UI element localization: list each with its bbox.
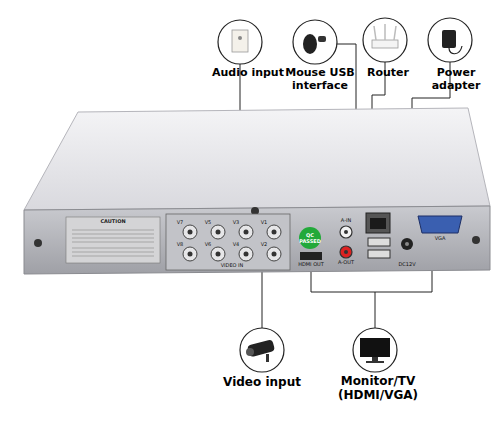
audio-in-jack	[340, 226, 352, 238]
channel-label: V4	[231, 242, 241, 248]
dc-pin	[405, 242, 409, 246]
bnc-connectors	[183, 225, 281, 261]
channel-label: V8	[175, 242, 185, 248]
audio-icon	[218, 20, 262, 64]
rj45-socket	[370, 218, 386, 229]
callout-label: Audio input	[198, 67, 298, 80]
channel-label: V3	[231, 220, 241, 226]
warning-label: CAUTION	[78, 219, 148, 225]
usb-port	[368, 238, 390, 246]
video-panel	[166, 214, 290, 270]
port-label: VIDEO IN	[207, 263, 257, 269]
dvr-back-panel	[24, 206, 490, 274]
screw	[34, 239, 42, 247]
channel-label: V7	[175, 220, 185, 226]
caution-label	[66, 217, 160, 263]
power-icon	[428, 18, 472, 62]
monitor-leader	[375, 292, 376, 328]
port-label: VGA	[428, 236, 452, 242]
vga-port	[418, 216, 462, 233]
callout-label: Video input	[212, 376, 312, 390]
port-label: HDMI OUT	[293, 262, 329, 268]
monitor-icon	[353, 328, 397, 372]
bnc-pins	[188, 230, 277, 257]
channel-label: V1	[259, 220, 269, 226]
hdmi-port	[300, 252, 322, 260]
audio-in-pin	[344, 230, 348, 234]
callout-label: Power adapter	[428, 67, 484, 92]
caution-text-lines	[72, 230, 154, 256]
camera-icon	[240, 328, 284, 372]
dc-jack	[401, 238, 413, 250]
callout-label: Mouse USB interface	[278, 67, 362, 92]
router-icon	[363, 18, 407, 62]
channel-label: V5	[203, 220, 213, 226]
mouse-icon	[293, 20, 337, 64]
screw	[472, 236, 480, 244]
video-leader	[262, 268, 263, 328]
dvr-body	[24, 108, 490, 274]
channel-label: V2	[259, 242, 269, 248]
qc-sticker	[299, 227, 321, 249]
channel-label: V6	[203, 242, 213, 248]
dvr-top	[24, 108, 490, 210]
port-label: A-IN	[334, 218, 358, 224]
audio-out-jack	[340, 246, 352, 258]
rj45-port	[366, 213, 390, 233]
audio-out-pin	[344, 250, 348, 254]
sticker-text: QC PASSED	[299, 233, 321, 245]
usb-port	[368, 250, 390, 258]
callout-label: Router	[358, 67, 418, 80]
callout-label: Monitor/TV (HDMI/VGA)	[328, 375, 428, 403]
port-label: A-OUT	[332, 260, 360, 266]
port-label: DC12V	[392, 262, 422, 268]
